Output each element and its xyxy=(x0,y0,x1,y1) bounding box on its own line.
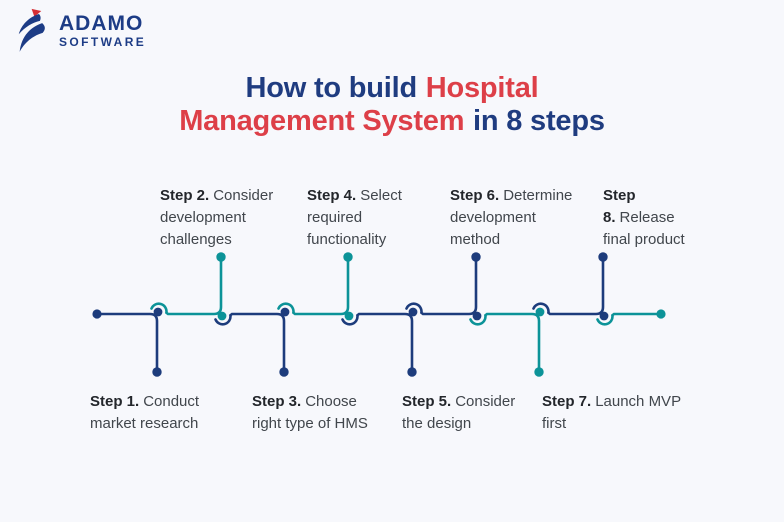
timeline-link-4-5 xyxy=(341,312,414,374)
timeline-node-3 xyxy=(280,307,290,317)
timeline-link-8-end xyxy=(596,312,663,326)
step-3-text: Choose right type of HMS xyxy=(252,393,368,432)
step-3-label: Step 3.Choose right type of HMS xyxy=(252,391,388,435)
logo-subtext: SOFTWARE xyxy=(59,35,147,49)
timeline-node-7 xyxy=(535,307,545,317)
step-2-label: Step 2.Consider development challenges xyxy=(160,185,290,251)
connector-dot-step-3 xyxy=(279,367,289,377)
timeline-node-8 xyxy=(599,311,609,321)
timeline-link-7-8 xyxy=(532,255,605,316)
step-6-text: Determine development method xyxy=(450,187,573,248)
step-2-number: Step 2. xyxy=(160,187,210,204)
connector-dot-step-6 xyxy=(471,252,481,262)
timeline-node-1 xyxy=(153,307,163,317)
step-4-number: Step 4. xyxy=(307,187,357,204)
connector-dot-step-1 xyxy=(152,367,162,377)
step-8-text: Release final product xyxy=(603,209,685,248)
timeline-link-start-1 xyxy=(95,312,159,374)
timeline-link-6-7 xyxy=(469,312,541,374)
logo-name: ADAMO xyxy=(59,12,144,35)
connector-dot-step-4 xyxy=(343,252,353,262)
title-text-navy-2: in 8 steps xyxy=(473,105,605,137)
step-3-number: Step 3. xyxy=(252,393,302,410)
end-dot xyxy=(656,309,666,319)
step-5-number: Step 5. xyxy=(402,393,452,410)
step-7-text: Launch MVP first xyxy=(542,393,681,432)
title-text-red: Hospital xyxy=(425,72,539,104)
step-1-text: Conduct market research xyxy=(90,393,200,432)
timeline-link-2-3 xyxy=(214,312,286,374)
connector-dot-step-8 xyxy=(598,252,608,262)
timeline-node-6 xyxy=(472,311,482,321)
step-7-label: Step 7.Launch MVP first xyxy=(542,391,697,435)
step-1-number: Step 1. xyxy=(90,393,140,410)
timeline-node-5 xyxy=(408,307,418,317)
step-6-number: Step 6. xyxy=(450,187,500,204)
connector-dot-step-5 xyxy=(407,367,417,377)
timeline-link-1-2 xyxy=(150,255,223,316)
step-5-label: Step 5.Consider the design xyxy=(402,391,532,435)
title-text-navy: How to build xyxy=(245,72,418,104)
step-6-label: Step 6.Determine development method xyxy=(450,185,588,251)
connector-dot-step-7 xyxy=(534,367,544,377)
adamo-bird-icon xyxy=(18,8,45,52)
step-5-text: Consider the design xyxy=(402,393,516,432)
step-4-text: Select required functionality xyxy=(307,187,402,248)
timeline-link-3-4 xyxy=(277,255,350,316)
step-7-number: Step 7. xyxy=(542,393,592,410)
step-2-text: Consider development challenges xyxy=(160,187,274,248)
logo-wordmark: ADAMO SOFTWARE xyxy=(59,13,146,49)
connector-dot-step-2 xyxy=(216,252,226,262)
step-1-label: Step 1.Conduct market research xyxy=(90,391,216,435)
step-8-label: Step 8.Release final product xyxy=(603,185,705,251)
step-8-number: Step 8. xyxy=(603,187,636,226)
timeline-node-4 xyxy=(344,311,354,321)
timeline-node-2 xyxy=(217,311,227,321)
start-dot xyxy=(92,309,102,319)
timeline-link-5-6 xyxy=(405,255,478,316)
title-text-red-2: Management System xyxy=(179,105,465,137)
adamo-logo: ADAMO SOFTWARE xyxy=(16,8,146,54)
step-4-label: Step 4.Select required functionality xyxy=(307,185,427,251)
